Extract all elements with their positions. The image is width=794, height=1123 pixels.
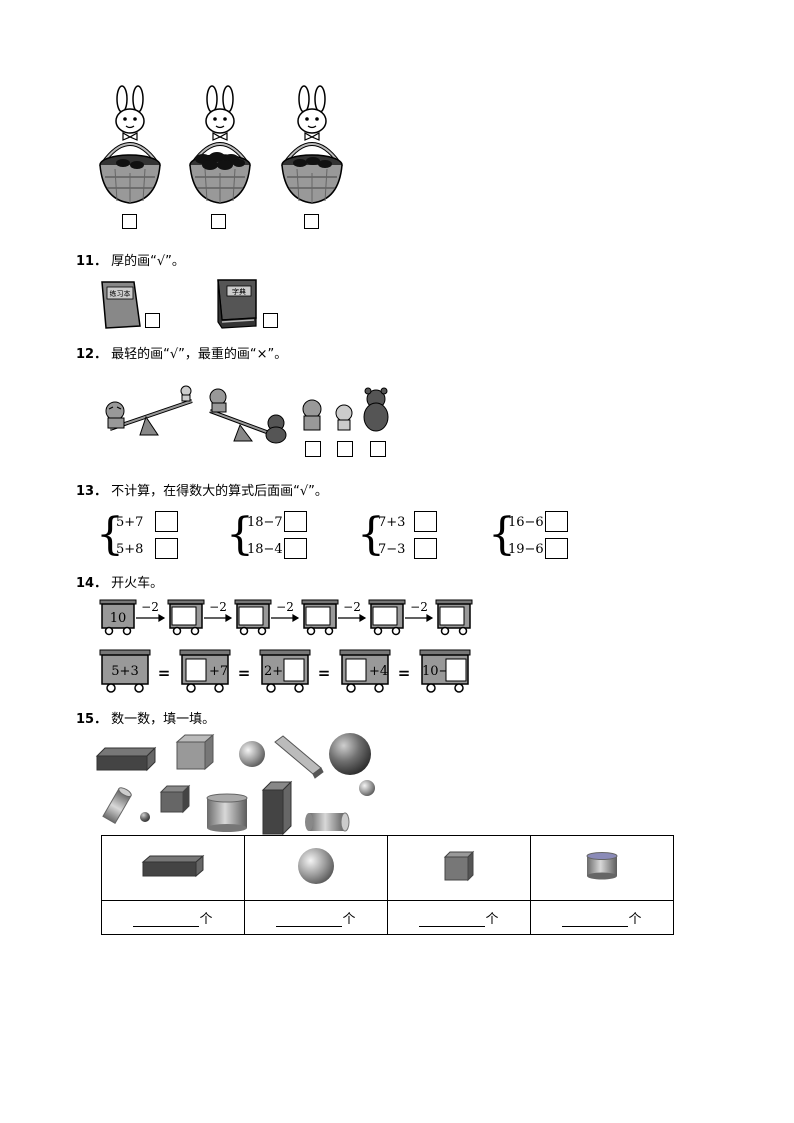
answer-blank[interactable] xyxy=(419,912,486,927)
equals-sign: = xyxy=(238,664,251,682)
expression-b: 18−4 xyxy=(247,542,283,557)
expression-a: 16−6 xyxy=(508,515,544,530)
brace-icon: { xyxy=(357,509,385,560)
answer-box-basket-2[interactable] xyxy=(211,214,226,229)
answer-blank[interactable] xyxy=(562,912,629,927)
question-text: 数一数，填一填。 xyxy=(111,712,216,727)
shape-cell-cuboid xyxy=(101,835,245,901)
car-expression: 10− xyxy=(422,664,449,679)
count-cell-cuboid[interactable]: 个 xyxy=(101,900,245,935)
answer-box-book-1[interactable] xyxy=(145,313,160,328)
car-expression: +7 xyxy=(209,664,228,679)
question-number: 15． xyxy=(76,712,108,727)
expression-b: 19−6 xyxy=(508,542,544,557)
answer-box[interactable] xyxy=(284,511,307,532)
rabbit-basket-illustration xyxy=(99,85,344,205)
car-expression: 2+ xyxy=(264,664,283,679)
question-12: 12．最轻的画“√”，最重的画“×”。 xyxy=(76,343,287,362)
question-number: 13． xyxy=(76,484,108,499)
start-number: 10 xyxy=(110,611,127,626)
answer-box[interactable] xyxy=(284,538,307,559)
train-row-1: 10 −2 −2 −2 −2 −2 xyxy=(99,599,473,636)
question-text: 不计算，在得数大的算式后面画“√”。 xyxy=(111,484,328,499)
count-cell-cylinder[interactable]: 个 xyxy=(530,900,674,935)
brace-icon: { xyxy=(488,509,516,560)
answer-box[interactable] xyxy=(414,511,437,532)
count-cell-sphere[interactable]: 个 xyxy=(244,900,388,935)
unit-label: 个 xyxy=(485,912,499,927)
dictionary-label: 字典 xyxy=(232,287,246,296)
step-label: −2 xyxy=(141,600,159,614)
expression-a: 7+3 xyxy=(378,515,406,530)
question-text: 最轻的画“√”，最重的画“×”。 xyxy=(111,347,288,362)
step-label: −2 xyxy=(209,600,227,614)
answer-box[interactable] xyxy=(414,538,437,559)
expression-a: 18−7 xyxy=(247,515,283,530)
answer-box-monkey[interactable] xyxy=(337,441,353,457)
shape-cell-cylinder xyxy=(530,835,674,901)
answer-box-basket-1[interactable] xyxy=(122,214,137,229)
cube-icon xyxy=(443,850,475,882)
exercise-book-label: 练习本 xyxy=(110,289,131,298)
cuboid-icon xyxy=(141,854,205,878)
car-expression: 5+3 xyxy=(111,664,138,679)
unit-label: 个 xyxy=(628,912,642,927)
answer-blank[interactable] xyxy=(276,912,343,927)
expression-b: 7−3 xyxy=(378,542,406,557)
count-table: 个 个 个 个 xyxy=(101,835,674,935)
step-label: −2 xyxy=(276,600,294,614)
shape-cell-sphere xyxy=(244,835,388,901)
question-text: 厚的画“√”。 xyxy=(111,254,185,269)
seesaw-illustration xyxy=(105,385,389,444)
answer-box-basket-3[interactable] xyxy=(304,214,319,229)
solid-shapes-illustration xyxy=(95,733,375,835)
question-number: 11． xyxy=(76,254,108,269)
answer-box-book-2[interactable] xyxy=(263,313,278,328)
answer-box-tiger[interactable] xyxy=(305,441,321,457)
dictionary-icon: 字典 xyxy=(217,279,257,329)
unit-label: 个 xyxy=(199,912,213,927)
brace-icon: { xyxy=(96,509,124,560)
count-cell-cube[interactable]: 个 xyxy=(387,900,531,935)
answer-box[interactable] xyxy=(155,538,178,559)
question-13: 13．不计算，在得数大的算式后面画“√”。 xyxy=(76,480,328,499)
expression-a: 5+7 xyxy=(116,515,144,530)
equals-sign: = xyxy=(318,664,331,682)
question-number: 12． xyxy=(76,347,108,362)
exercise-book-icon: 练习本 xyxy=(101,281,141,329)
train-row-2: 5+3 +7 2+ +4 10− = = = = xyxy=(99,649,471,693)
shape-cell-cube xyxy=(387,835,531,901)
answer-box[interactable] xyxy=(545,511,568,532)
step-label: −2 xyxy=(410,600,428,614)
equals-sign: = xyxy=(398,664,411,682)
unit-label: 个 xyxy=(342,912,356,927)
step-label: −2 xyxy=(343,600,361,614)
cylinder-icon xyxy=(586,852,618,880)
question-15: 15．数一数，填一填。 xyxy=(76,708,215,727)
question-number: 14． xyxy=(76,576,108,591)
answer-box[interactable] xyxy=(545,538,568,559)
expression-b: 5+8 xyxy=(116,542,144,557)
equals-sign: = xyxy=(158,664,171,682)
car-expression: +4 xyxy=(369,664,388,679)
answer-blank[interactable] xyxy=(133,912,200,927)
answer-box[interactable] xyxy=(155,511,178,532)
sphere-icon xyxy=(298,848,334,884)
question-11: 11．厚的画“√”。 xyxy=(76,250,185,269)
question-14: 14．开火车。 xyxy=(76,572,163,591)
brace-icon: { xyxy=(226,509,254,560)
answer-box-bear[interactable] xyxy=(370,441,386,457)
question-text: 开火车。 xyxy=(111,576,164,591)
